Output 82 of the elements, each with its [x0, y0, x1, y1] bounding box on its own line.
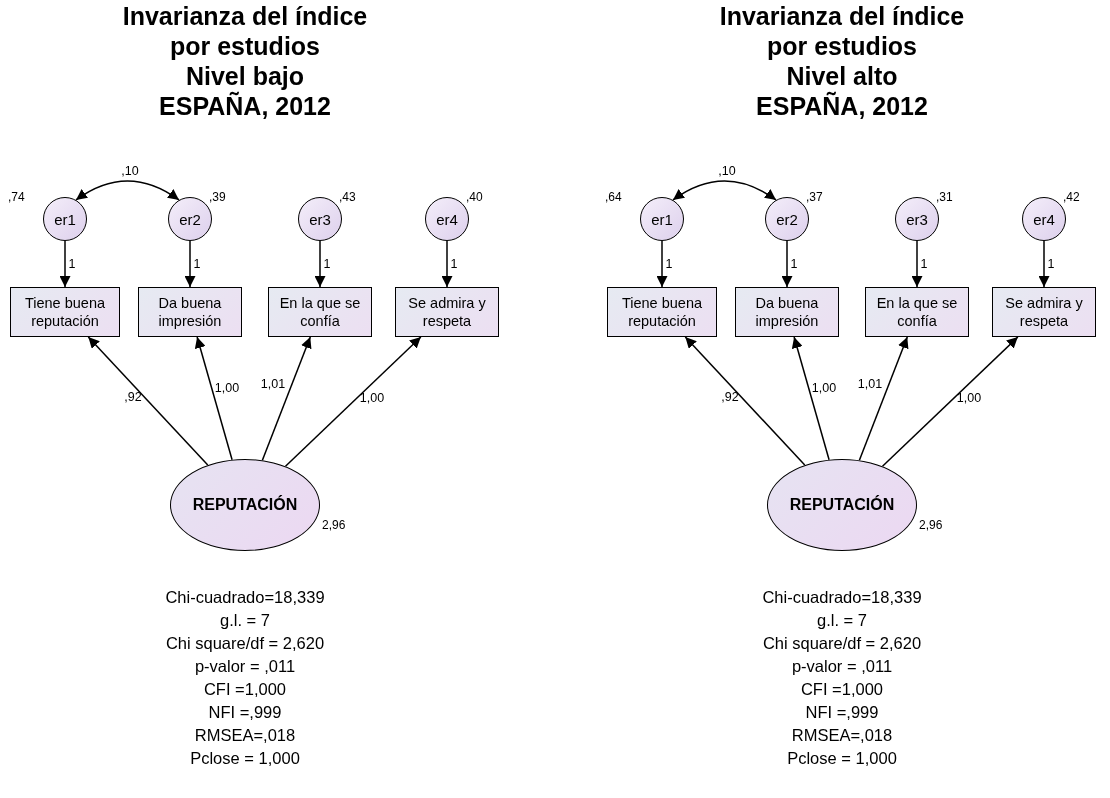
edge-label: 1 — [1047, 257, 1055, 271]
variance-label: ,42 — [1063, 190, 1080, 204]
indicator-box: En la que se confía — [865, 287, 969, 337]
panel-heading: Invarianza del índice — [122, 2, 368, 31]
arrow — [858, 336, 909, 461]
variance-label: 2,96 — [322, 518, 346, 532]
arrow — [284, 336, 422, 468]
indicator-box: Da buena impresión — [735, 287, 839, 337]
covariance-arrow — [75, 180, 180, 201]
fit-statistic: NFI =,999 — [208, 703, 282, 722]
latent-ellipse: REPUTACIÓN — [170, 459, 320, 551]
edge-label: 1 — [68, 257, 76, 271]
arrow — [194, 336, 233, 461]
edge-label: 1,00 — [214, 381, 240, 395]
arrow — [59, 240, 71, 288]
panel-heading: Invarianza del índice — [719, 2, 965, 31]
arrow — [911, 240, 923, 288]
arrow — [684, 336, 806, 466]
fit-statistic: RMSEA=,018 — [194, 726, 296, 745]
indicator-box: Se admira y respeta — [395, 287, 499, 337]
edge-label: 1,01 — [857, 377, 883, 391]
arrow — [1038, 240, 1050, 288]
arrow — [441, 240, 453, 288]
arrow — [881, 336, 1019, 468]
arrow — [656, 240, 668, 288]
fit-statistic: Pclose = 1,000 — [190, 749, 300, 768]
indicator-box: Tiene buena reputación — [607, 287, 717, 337]
edge-label: 1,00 — [359, 391, 385, 405]
variance-label: ,64 — [605, 190, 622, 204]
fit-statistic: g.l. = 7 — [220, 611, 270, 630]
edge-label: 1 — [920, 257, 928, 271]
edge-label: ,10 — [121, 164, 139, 178]
fit-statistic: Pclose = 1,000 — [787, 749, 897, 768]
edge-label: 1 — [450, 257, 458, 271]
latent-ellipse: REPUTACIÓN — [767, 459, 917, 551]
fit-statistic: p-valor = ,011 — [791, 657, 893, 676]
edge-label: 1,01 — [260, 377, 286, 391]
fit-statistic: g.l. = 7 — [817, 611, 867, 630]
edge-label: 1 — [323, 257, 331, 271]
panel-heading: por estudios — [767, 32, 917, 61]
fit-statistic: p-valor = ,011 — [194, 657, 296, 676]
arrow — [781, 240, 793, 288]
variance-label: ,43 — [339, 190, 356, 204]
edge-label: 1 — [790, 257, 798, 271]
variance-label: ,31 — [936, 190, 953, 204]
arrow — [791, 336, 830, 461]
variance-label: ,37 — [806, 190, 823, 204]
arrow — [261, 336, 312, 461]
indicator-box: Tiene buena reputación — [10, 287, 120, 337]
fit-statistic: CFI =1,000 — [800, 680, 884, 699]
variance-label: ,39 — [209, 190, 226, 204]
arrow — [184, 240, 196, 288]
arrow — [314, 240, 326, 288]
fit-statistic: Chi square/df = 2,620 — [762, 634, 922, 653]
fit-statistic: NFI =,999 — [805, 703, 879, 722]
panel-heading: Nivel bajo — [185, 62, 305, 91]
fit-statistic: Chi square/df = 2,620 — [165, 634, 325, 653]
fit-statistic: Chi-cuadrado=18,339 — [762, 588, 922, 607]
panel-heading: Nivel alto — [786, 62, 898, 91]
variance-label: ,74 — [8, 190, 25, 204]
edge-label: 1 — [665, 257, 673, 271]
fit-statistic: Chi-cuadrado=18,339 — [165, 588, 325, 607]
covariance-arrow — [672, 180, 777, 201]
panel-heading: por estudios — [170, 32, 320, 61]
error-circle: er1 — [43, 197, 87, 241]
indicator-box: Da buena impresión — [138, 287, 242, 337]
edge-label: ,10 — [718, 164, 736, 178]
panel-heading: ESPAÑA, 2012 — [159, 92, 331, 121]
fit-statistic: CFI =1,000 — [203, 680, 287, 699]
edge-label: 1 — [193, 257, 201, 271]
indicator-box: En la que se confía — [268, 287, 372, 337]
fit-statistic: RMSEA=,018 — [791, 726, 893, 745]
variance-label: ,40 — [466, 190, 483, 204]
arrow — [87, 336, 209, 466]
error-circle: er1 — [640, 197, 684, 241]
edge-label: 1,00 — [956, 391, 982, 405]
edge-label: ,92 — [721, 390, 739, 404]
edge-label: 1,00 — [811, 381, 837, 395]
variance-label: 2,96 — [919, 518, 943, 532]
edge-label: ,92 — [124, 390, 142, 404]
indicator-box: Se admira y respeta — [992, 287, 1096, 337]
panel-heading: ESPAÑA, 2012 — [756, 92, 928, 121]
